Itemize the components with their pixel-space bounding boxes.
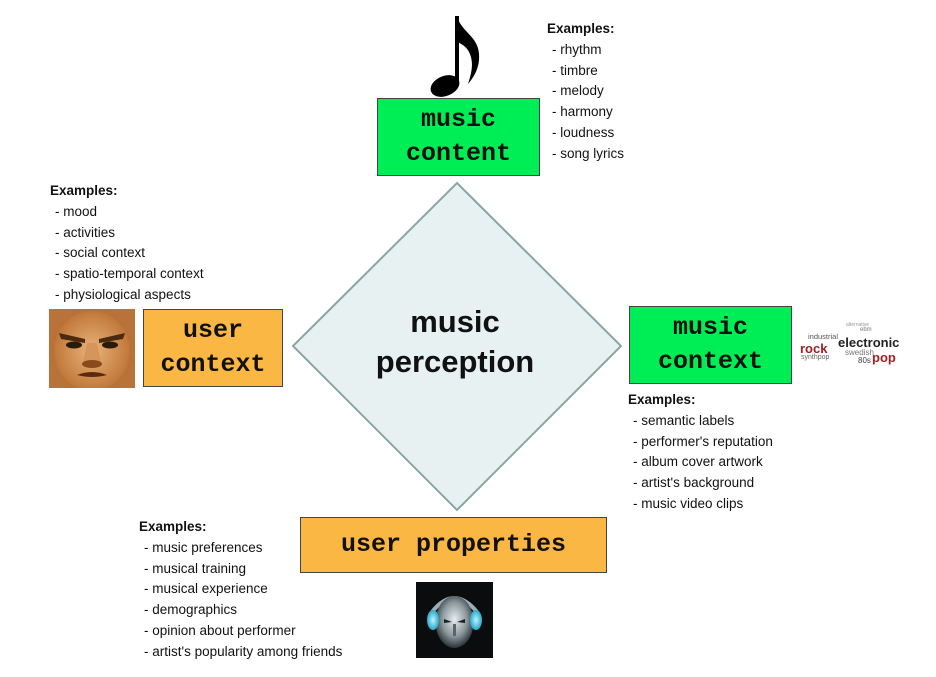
list-item: performer's reputation: [628, 432, 773, 453]
list-item: melody: [547, 81, 624, 102]
center-label-line1: music: [410, 304, 500, 339]
user-properties-label: user properties: [340, 530, 567, 559]
list-item: spatio-temporal context: [50, 264, 203, 285]
angry-face-photo: [49, 309, 135, 388]
list-item: music preferences: [139, 538, 342, 559]
list-item: physiological aspects: [50, 285, 204, 306]
music-content-examples: Examples: rhythm timbre melody harmony l…: [547, 19, 624, 165]
list-item: music video clips: [628, 494, 773, 515]
list-item: social context: [50, 243, 204, 264]
list-item: artist's background: [628, 473, 773, 494]
music-content-box: music content: [377, 98, 540, 176]
music-context-line1: music: [672, 313, 748, 342]
tag-word: synthpop: [801, 354, 830, 361]
center-label-line2: perception: [375, 344, 535, 379]
user-context-line1: user: [182, 316, 243, 345]
tag-cloud-image: alternative ebm industrial electronic ro…: [800, 322, 906, 368]
list-item: musical experience: [139, 579, 342, 600]
list-item: activities: [50, 223, 204, 244]
list-item: opinion about performer: [139, 621, 342, 642]
list-item: musical training: [139, 559, 342, 580]
user-properties-box: user properties: [300, 517, 607, 573]
list-item: semantic labels: [628, 411, 773, 432]
list-item: rhythm: [547, 40, 624, 61]
center-label: music perception: [350, 302, 560, 382]
music-context-line2: context: [657, 347, 764, 376]
list-item: album cover artwork: [628, 452, 773, 473]
list-item: loudness: [547, 123, 624, 144]
tag-word: ebm: [860, 327, 872, 333]
tag-word: alternative: [846, 322, 870, 328]
tag-word: 80s: [858, 356, 871, 365]
tag-word: industrial: [808, 332, 839, 341]
examples-heading: Examples:: [139, 519, 207, 534]
examples-heading: Examples:: [547, 21, 615, 36]
list-item: artist's popularity among friends: [139, 642, 342, 663]
user-properties-examples: Examples: music preferences musical trai…: [139, 517, 342, 663]
list-item: timbre: [547, 61, 624, 82]
list-item: demographics: [139, 600, 342, 621]
tag-word: electronic: [838, 335, 900, 350]
music-content-line2: content: [405, 139, 512, 168]
examples-heading: Examples:: [50, 183, 118, 198]
tag-word: swedish: [845, 348, 874, 357]
list-item: harmony: [547, 102, 624, 123]
headphones-head-image: [416, 582, 493, 658]
music-context-examples: Examples: semantic labels performer's re…: [628, 390, 773, 515]
tag-word: pop: [872, 350, 896, 365]
music-context-box: music context: [629, 306, 792, 384]
music-note-icon: [430, 16, 480, 97]
user-context-box: user context: [143, 309, 283, 387]
music-content-line1: music: [420, 105, 496, 134]
tag-word: rock: [800, 341, 828, 356]
user-context-line2: context: [160, 350, 266, 379]
list-item: mood: [50, 202, 204, 223]
user-context-examples: Examples: mood activities social context…: [50, 181, 204, 306]
list-item: song lyrics: [547, 144, 624, 165]
examples-heading: Examples:: [628, 392, 696, 407]
